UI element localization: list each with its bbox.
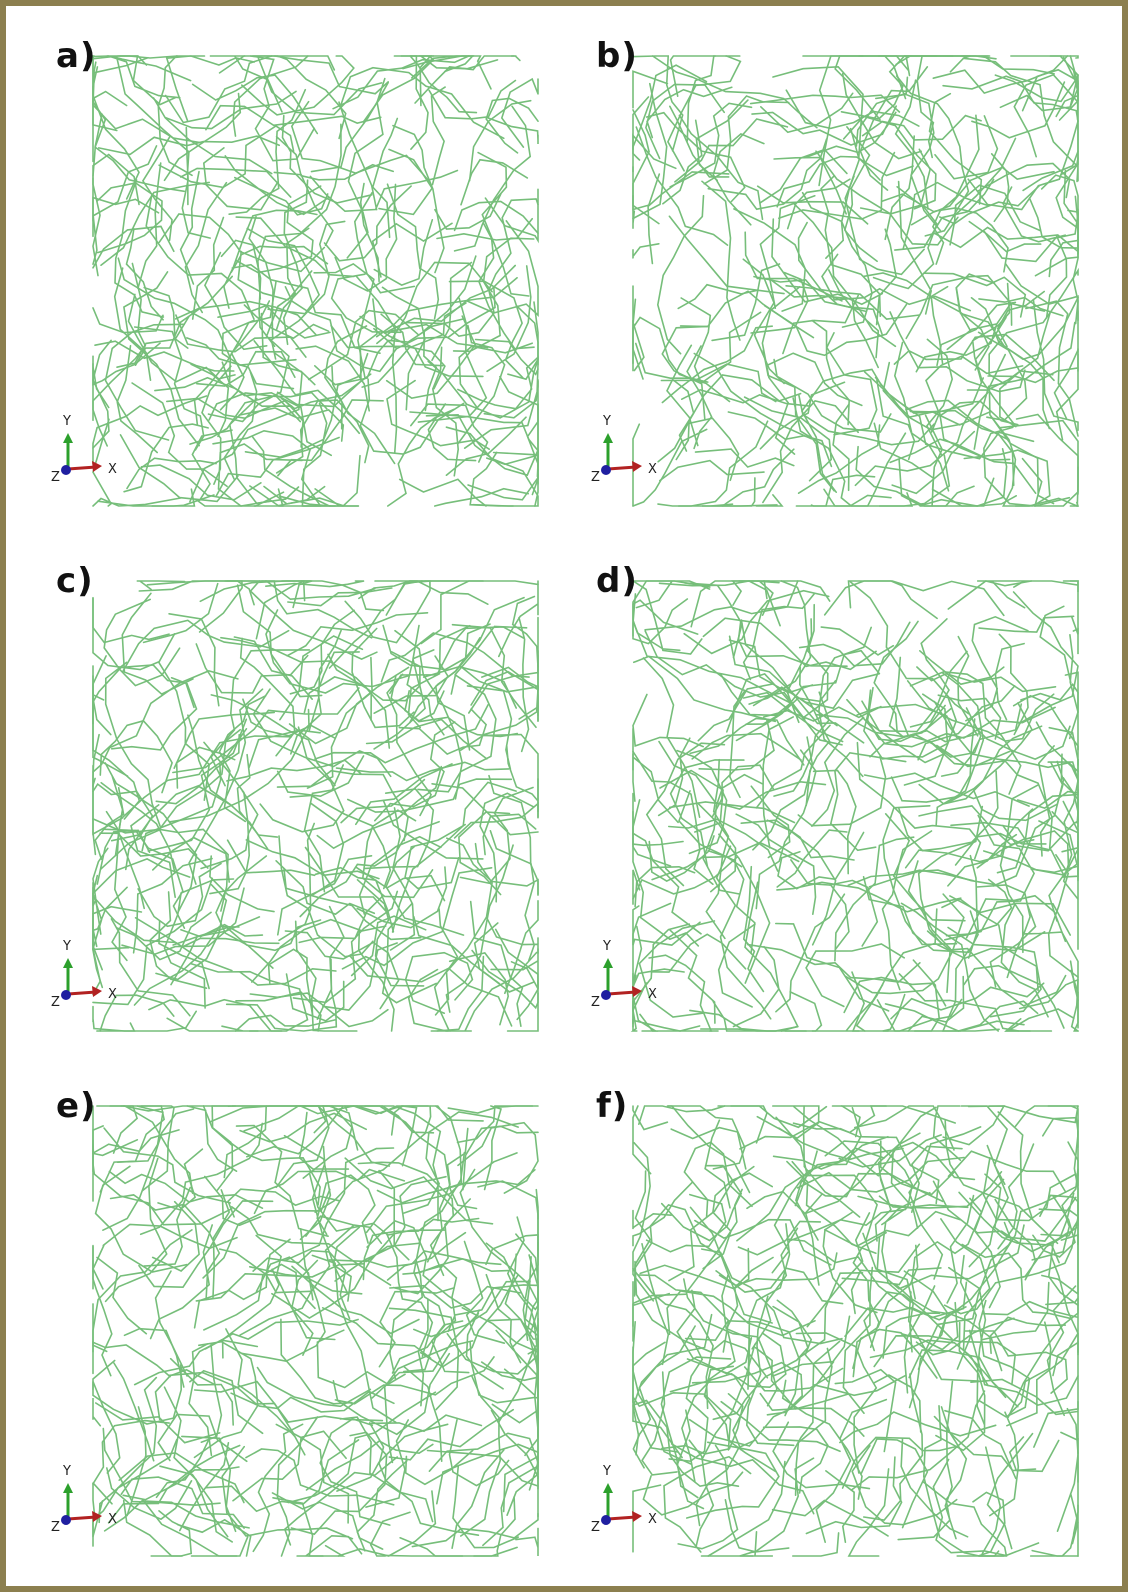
axis-triad: Y X Z bbox=[51, 414, 117, 485]
x-axis-label: X bbox=[648, 987, 657, 1002]
x-axis-label: X bbox=[108, 987, 117, 1002]
fiber-segments bbox=[92, 55, 539, 507]
panel-f: f) Y X Z bbox=[558, 1066, 1098, 1581]
panel-label: a) bbox=[56, 36, 97, 76]
axis-triad: Y X Z bbox=[591, 1464, 657, 1535]
x-axis-arrow bbox=[607, 465, 637, 471]
z-axis-label: Z bbox=[591, 1520, 600, 1535]
z-axis-label: Z bbox=[51, 995, 60, 1010]
y-axis-label: Y bbox=[602, 1464, 611, 1479]
x-axis-arrow bbox=[67, 465, 97, 471]
panel-a: a) Y X Z bbox=[18, 16, 558, 531]
panel-d: d) Y X Z bbox=[558, 541, 1098, 1056]
y-arrowhead bbox=[603, 433, 613, 443]
panel-label: c) bbox=[56, 561, 94, 601]
fiber-segments bbox=[632, 1105, 1079, 1557]
fiber-segments bbox=[92, 580, 539, 1032]
network-plot-f bbox=[632, 1105, 1079, 1557]
axis-triad: Y X Z bbox=[591, 939, 657, 1010]
y-axis-label: Y bbox=[602, 414, 611, 429]
x-axis-arrow bbox=[67, 1515, 97, 1521]
axis-triad: Y X Z bbox=[51, 939, 117, 1010]
panel-label: d) bbox=[596, 561, 638, 601]
z-axis-label: Z bbox=[51, 470, 60, 485]
y-arrowhead bbox=[63, 433, 73, 443]
y-arrowhead bbox=[603, 958, 613, 968]
panel-b: b) Y X Z bbox=[558, 16, 1098, 531]
x-axis-arrow bbox=[607, 990, 637, 996]
y-arrowhead bbox=[63, 958, 73, 968]
network-plot-e bbox=[92, 1105, 539, 1557]
x-axis-label: X bbox=[108, 462, 117, 477]
x-axis-arrow bbox=[67, 990, 97, 996]
y-axis-label: Y bbox=[62, 939, 71, 954]
panel-c: c) Y X Z bbox=[18, 541, 558, 1056]
x-arrowhead bbox=[632, 986, 642, 997]
panel-e: e) Y X Z bbox=[18, 1066, 558, 1581]
z-axis-dot bbox=[601, 990, 611, 1000]
z-axis-dot bbox=[61, 1515, 71, 1525]
fiber-segments bbox=[92, 1105, 539, 1557]
x-arrowhead bbox=[632, 1511, 642, 1522]
z-axis-dot bbox=[61, 990, 71, 1000]
network-plot-a bbox=[92, 55, 539, 507]
x-arrowhead bbox=[92, 1511, 102, 1522]
z-axis-label: Z bbox=[51, 1520, 60, 1535]
x-arrowhead bbox=[92, 986, 102, 997]
y-arrowhead bbox=[603, 1483, 613, 1493]
network-plot-d bbox=[630, 579, 1079, 1032]
y-axis-label: Y bbox=[62, 414, 71, 429]
network-plot-c bbox=[92, 580, 539, 1032]
z-axis-label: Z bbox=[591, 995, 600, 1010]
z-axis-label: Z bbox=[591, 470, 600, 485]
z-axis-dot bbox=[601, 1515, 611, 1525]
panel-label: f) bbox=[596, 1086, 629, 1126]
axis-triad: Y X Z bbox=[591, 414, 657, 485]
axis-triad: Y X Z bbox=[51, 1464, 117, 1535]
y-axis-label: Y bbox=[62, 1464, 71, 1479]
fiber-segments bbox=[630, 579, 1079, 1032]
z-axis-dot bbox=[61, 465, 71, 475]
y-arrowhead bbox=[63, 1483, 73, 1493]
x-arrowhead bbox=[632, 461, 642, 472]
panel-label: b) bbox=[596, 36, 638, 76]
x-axis-arrow bbox=[607, 1515, 637, 1521]
x-axis-label: X bbox=[648, 462, 657, 477]
panel-label: e) bbox=[56, 1086, 97, 1126]
y-axis-label: Y bbox=[602, 939, 611, 954]
x-axis-label: X bbox=[108, 1512, 117, 1527]
network-plot-b bbox=[632, 55, 1080, 507]
x-arrowhead bbox=[92, 461, 102, 472]
x-axis-label: X bbox=[648, 1512, 657, 1527]
z-axis-dot bbox=[601, 465, 611, 475]
fiber-segments bbox=[632, 55, 1080, 507]
